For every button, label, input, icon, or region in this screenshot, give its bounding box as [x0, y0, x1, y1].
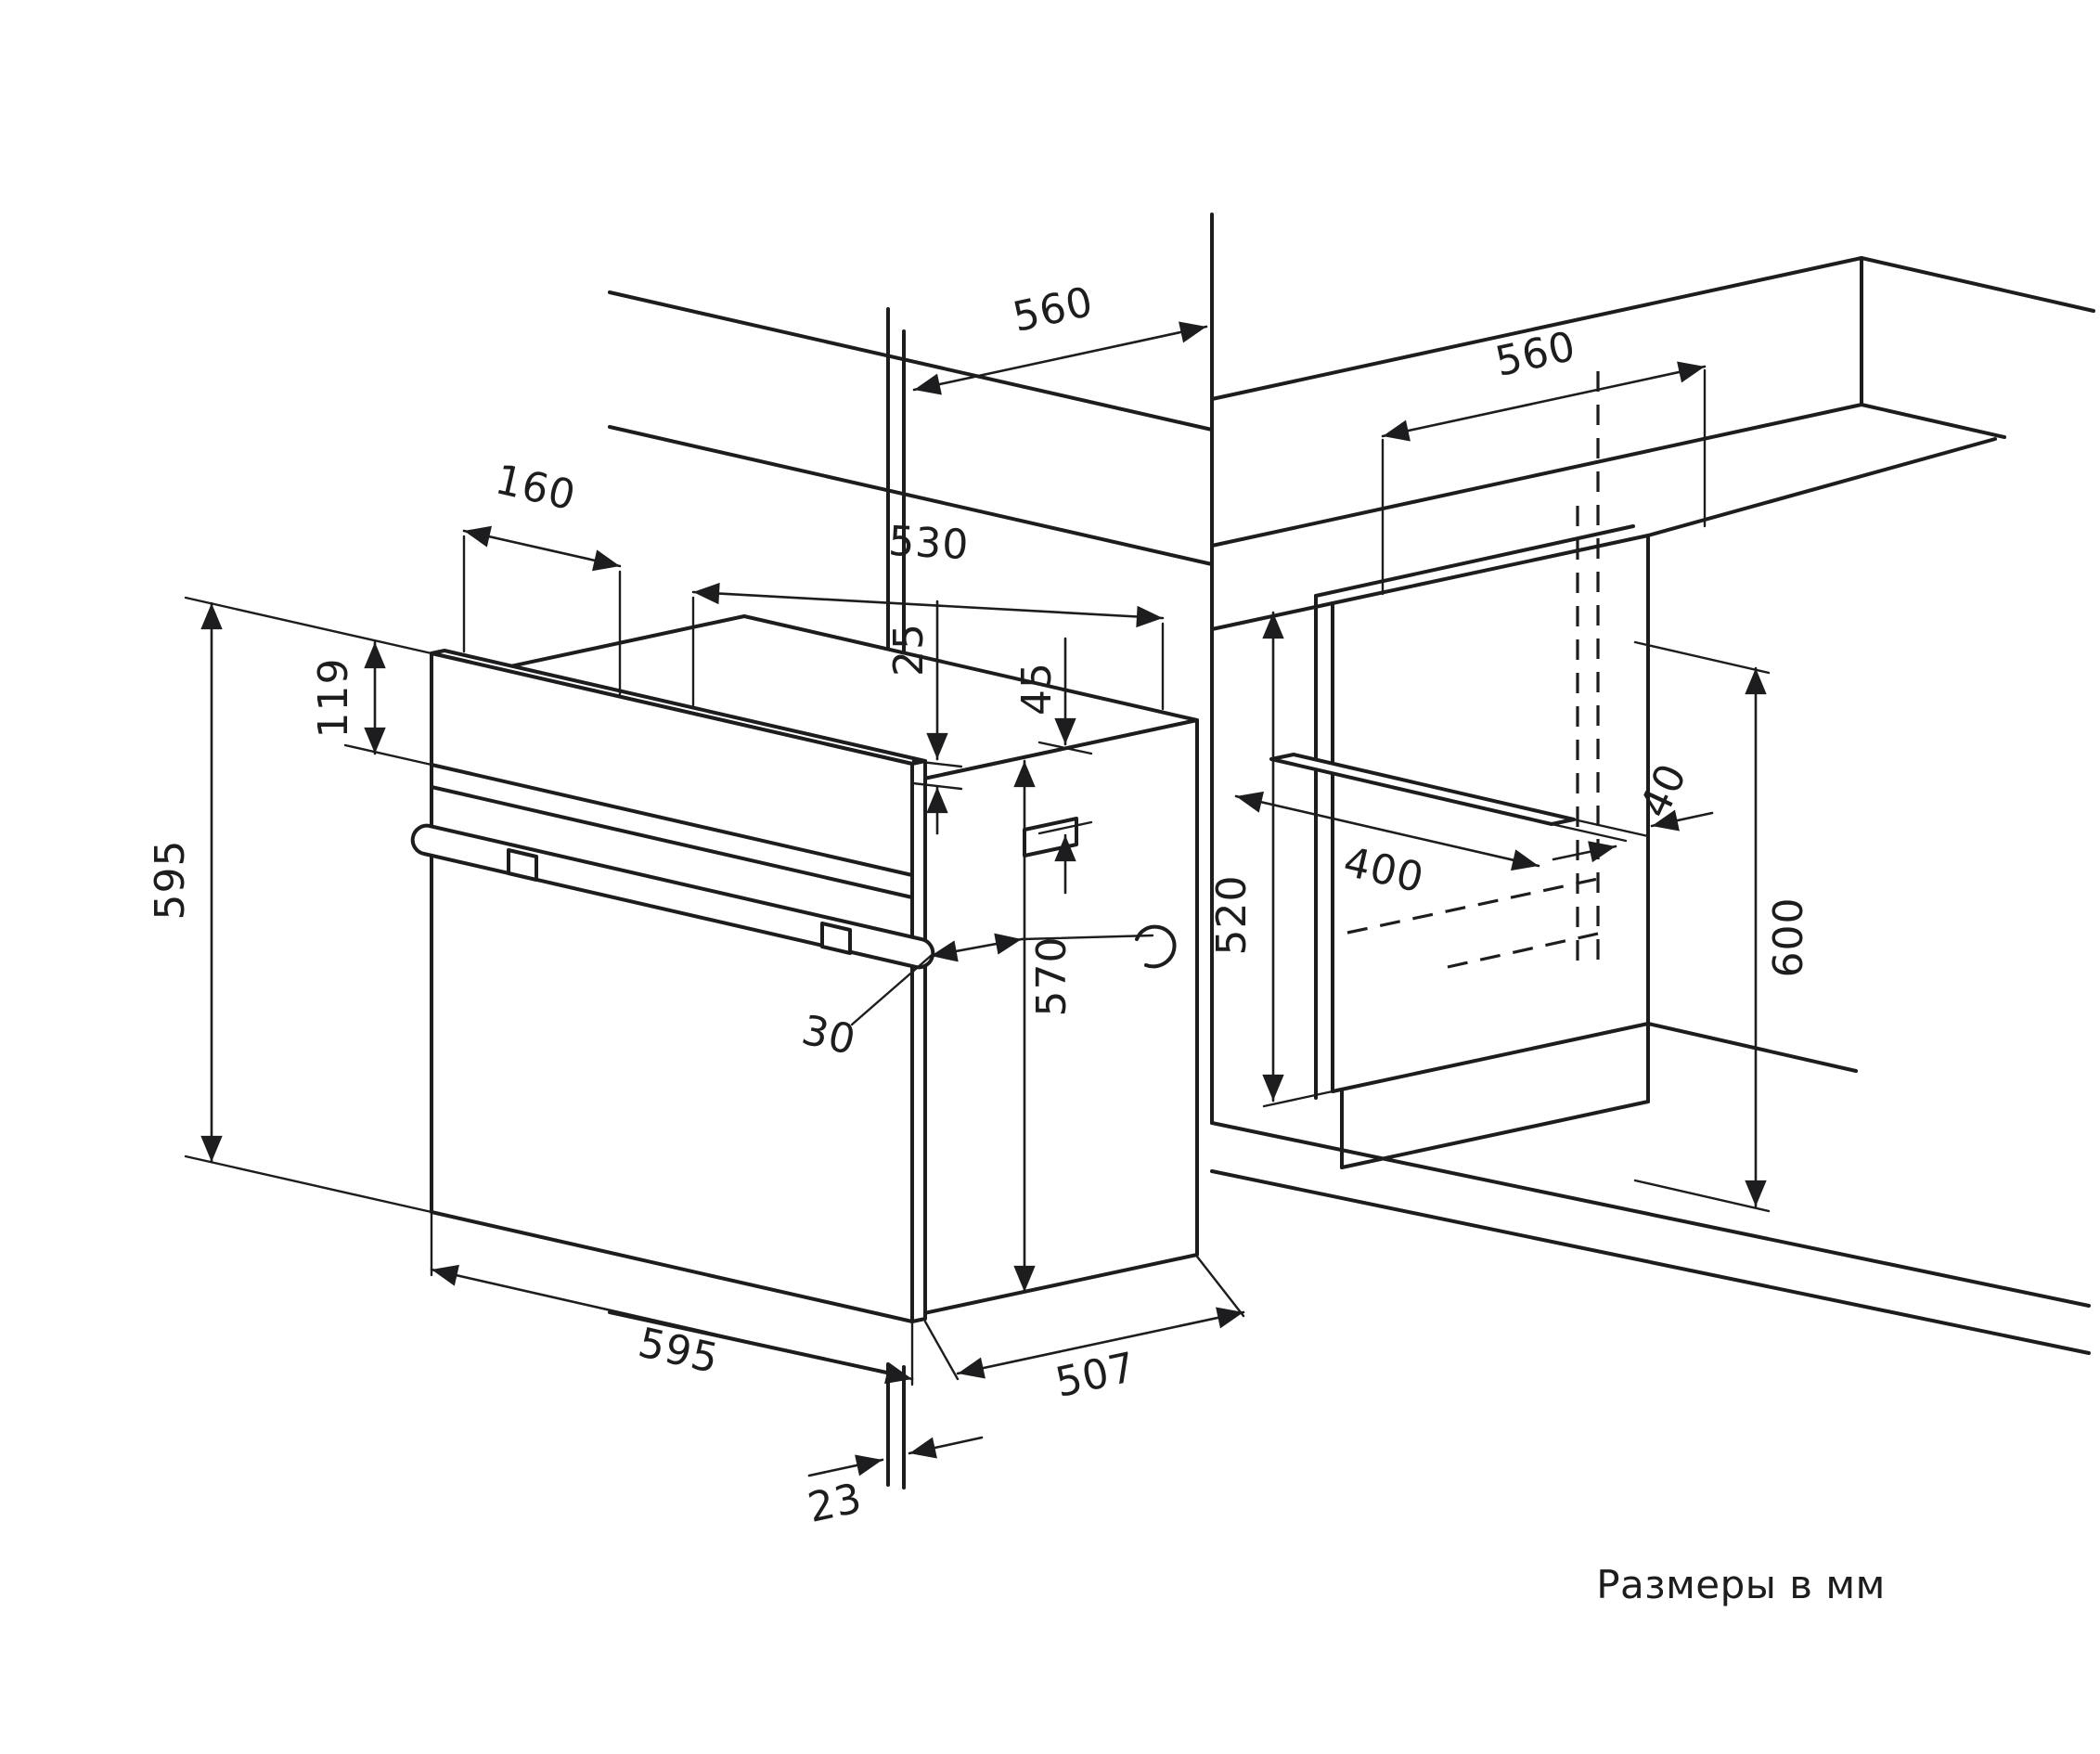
- dim-45-side-clearance: 45: [1013, 637, 1093, 895]
- door-top-gap: [430, 785, 914, 899]
- dim-119-control-panel: 119: [310, 640, 433, 767]
- niche-top-edge: [1331, 534, 1650, 605]
- dim-45-label: 45: [1013, 662, 1061, 716]
- oven-facade-side: [910, 759, 927, 1323]
- dim-570-body-height: 570: [1013, 759, 1076, 1294]
- dim-23-facade-overhang: 23: [804, 1436, 984, 1532]
- dim-530-label: 530: [887, 518, 971, 570]
- niche-bottom-edge: [1331, 1022, 1650, 1093]
- oven: [410, 614, 1199, 1323]
- dim-25-top-clearance: 25: [885, 600, 963, 835]
- door-handle: [410, 823, 935, 970]
- dim-23-label: 23: [804, 1475, 866, 1532]
- units-caption: Размеры в мм: [1596, 1562, 1886, 1607]
- control-panel-divider: [430, 763, 914, 877]
- dim-530-total-depth: 530: [691, 518, 1165, 711]
- niche-hidden-floor-edge: [1346, 877, 1599, 935]
- handle-bracket-right: [820, 922, 852, 955]
- cabinet-walls: [608, 213, 2095, 1490]
- dim-600-label: 600: [1765, 897, 1812, 978]
- dim-30-handle-offset: 30: [797, 933, 1154, 1065]
- dim-570-label: 570: [1028, 936, 1076, 1017]
- dim-595-height-label: 595: [147, 840, 194, 921]
- dim-520-niche-opening-height: 520: [1208, 601, 1334, 1108]
- dim-595-oven-height: 595: [147, 596, 433, 1214]
- handle-bracket-left: [507, 848, 538, 882]
- dim-600-niche-height: 600: [1633, 640, 1812, 1213]
- dim-30-label: 30: [797, 1007, 860, 1065]
- dim-25-label: 25: [885, 623, 933, 677]
- dim-520-label: 520: [1208, 875, 1256, 956]
- handle-end-detail: [1135, 924, 1177, 969]
- oven-door: [430, 651, 914, 1323]
- dim-119-label: 119: [310, 658, 357, 739]
- oven-body-side: [909, 718, 1199, 1318]
